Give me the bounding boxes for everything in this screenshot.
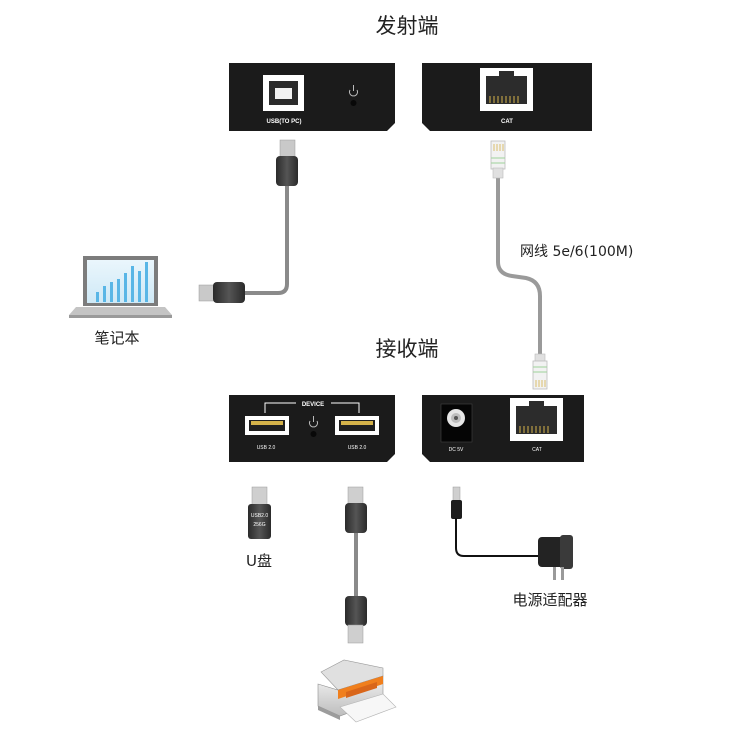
- power-icon: [349, 85, 358, 106]
- power-icon: [309, 416, 318, 437]
- udisk-print-size: 256G: [253, 522, 265, 528]
- usb-cable-to-laptop: [198, 139, 298, 303]
- transmitter-usb-unit: USB(TO PC): [229, 63, 395, 131]
- dc-5v-label: DC 5V: [449, 447, 464, 453]
- usb-cable-to-printer: [345, 486, 367, 644]
- printer-icon: [317, 659, 397, 723]
- power-adapter-icon: [451, 486, 573, 580]
- usb-right-label: USB 2.0: [348, 445, 367, 451]
- network-cable: [490, 140, 548, 390]
- power-adapter-caption: 电源适配器: [512, 591, 587, 609]
- transmitter-cat-unit: CAT: [422, 63, 592, 131]
- usb-a-port-icon: [335, 416, 379, 435]
- receiver-title: 接收端: [376, 337, 439, 361]
- receiver-cat-unit: DC 5V CAT: [422, 395, 584, 462]
- transmitter-title: 发射端: [376, 14, 439, 38]
- receiver-usb-unit: DEVICE USB 2.0 USB 2.0: [229, 395, 395, 462]
- udisk-caption: U盘: [246, 552, 272, 570]
- transmitter-cat-label: CAT: [501, 119, 513, 125]
- laptop-icon: [69, 256, 172, 318]
- usb-to-pc-label: USB(TO PC): [267, 119, 302, 125]
- usb-left-label: USB 2.0: [257, 445, 276, 451]
- laptop-caption: 笔记本: [94, 329, 139, 347]
- network-cable-label: 网线 5e/6(100M): [520, 244, 633, 260]
- rj45-plug-bottom: [532, 353, 548, 390]
- rj45-plug-top: [490, 140, 506, 179]
- usb-a-port-icon: [245, 416, 289, 435]
- rj45-port-icon: [510, 398, 563, 441]
- udisk-print-usb: USB2.0: [251, 513, 268, 519]
- dc-jack-icon: [440, 403, 473, 443]
- receiver-cat-label: CAT: [532, 447, 542, 453]
- device-label: DEVICE: [302, 402, 324, 408]
- usb-b-port-icon: [263, 75, 304, 111]
- usb-drive-icon: USB2.0 256G: [248, 486, 271, 539]
- rj45-port-icon: [480, 68, 533, 111]
